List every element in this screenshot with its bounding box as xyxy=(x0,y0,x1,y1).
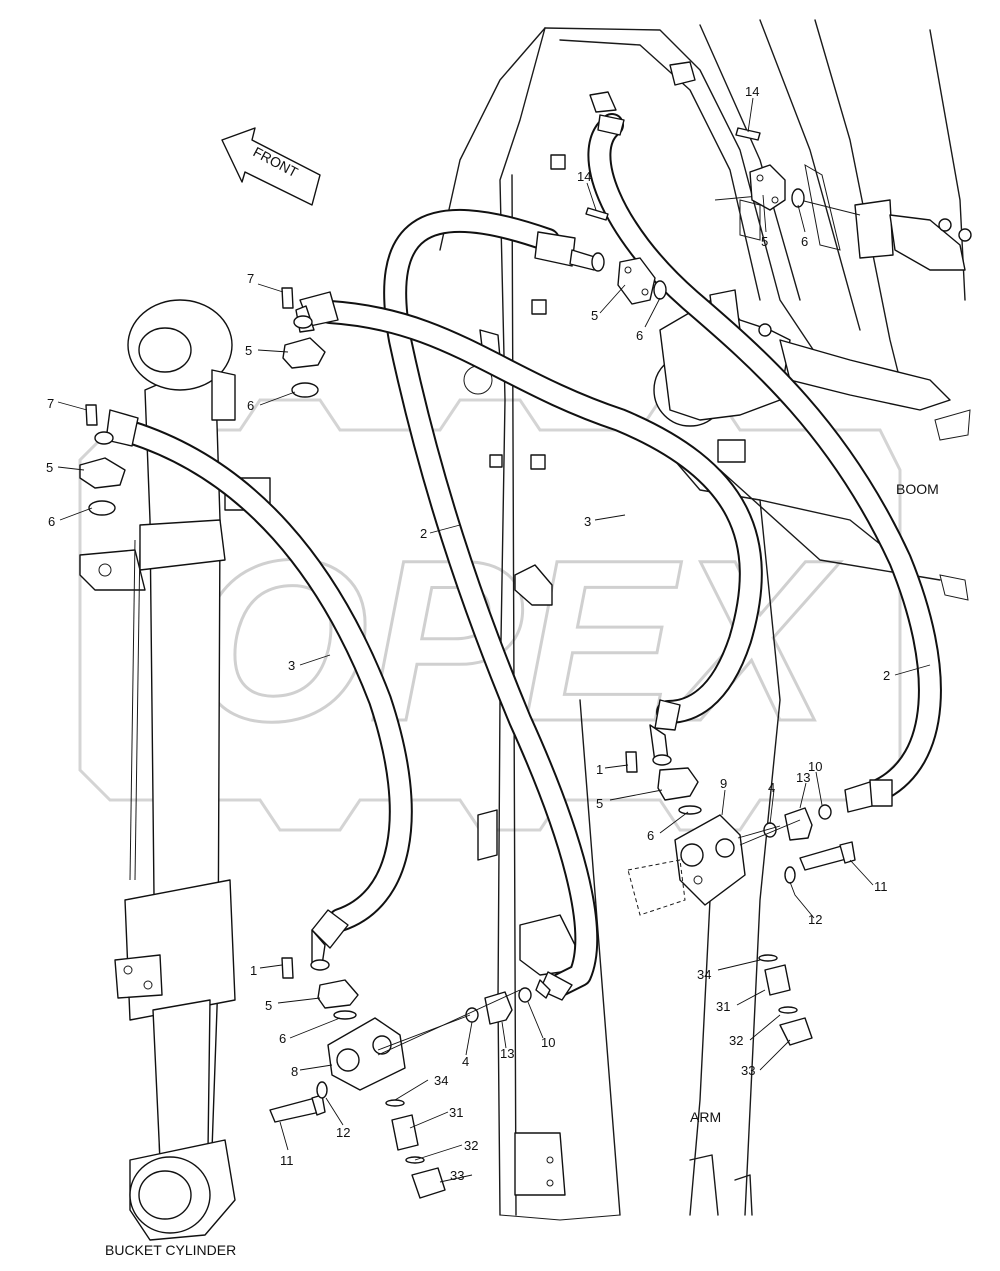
callout: 2 xyxy=(420,526,427,541)
callout: 6 xyxy=(247,398,254,413)
callout: 14 xyxy=(577,169,591,184)
callout: 5 xyxy=(265,998,272,1013)
callout: 7 xyxy=(247,271,254,286)
callout: 2 xyxy=(883,668,890,683)
callout: 34 xyxy=(434,1073,448,1088)
callout: 11 xyxy=(874,879,888,894)
callout: 31 xyxy=(716,999,730,1014)
callout: 9 xyxy=(720,776,727,791)
callout: 11 xyxy=(280,1153,294,1168)
callout: 10 xyxy=(541,1035,555,1050)
hose-3-left xyxy=(118,420,413,932)
callout: 12 xyxy=(808,912,822,927)
boom-label: BOOM xyxy=(896,481,939,497)
callout: 6 xyxy=(636,328,643,343)
hose-fittings xyxy=(94,114,893,1001)
callout: 14 xyxy=(745,84,759,99)
callout: 12 xyxy=(336,1125,350,1140)
callout: 4 xyxy=(768,780,775,795)
callout: 13 xyxy=(796,770,810,785)
callout: 32 xyxy=(464,1138,478,1153)
callout: 6 xyxy=(801,234,808,249)
arm-label: ARM xyxy=(690,1109,721,1125)
callout: 1 xyxy=(250,963,257,978)
callout: 3 xyxy=(584,514,591,529)
callout-numbers: 14 14 5 6 5 6 7 5 6 7 5 6 2 3 3 2 1 5 6 … xyxy=(46,84,890,1183)
callout: 6 xyxy=(279,1031,286,1046)
callout: 31 xyxy=(449,1105,463,1120)
bucket-cylinder xyxy=(79,299,271,1241)
front-arrow: FRONT xyxy=(221,127,321,206)
bucket-cylinder-label: BUCKET CYLINDER xyxy=(105,1242,236,1258)
callout: 33 xyxy=(450,1168,464,1183)
callout: 10 xyxy=(808,759,822,774)
hose-3-top xyxy=(318,300,763,724)
callout: 34 xyxy=(697,967,711,982)
callout: 3 xyxy=(288,658,295,673)
callout: 8 xyxy=(291,1064,298,1079)
callout: 5 xyxy=(46,460,53,475)
manifold-block-8 xyxy=(269,987,532,1199)
callout: 5 xyxy=(596,796,603,811)
callout: 5 xyxy=(761,234,768,249)
callout: 5 xyxy=(245,343,252,358)
callout: 32 xyxy=(729,1033,743,1048)
manifold-block-9 xyxy=(627,804,856,1046)
callout: 7 xyxy=(47,396,54,411)
callout: 6 xyxy=(647,828,654,843)
callout: 6 xyxy=(48,514,55,529)
hose-2-right xyxy=(587,113,942,802)
callout: 4 xyxy=(462,1054,469,1069)
hose-2-left xyxy=(383,208,599,997)
callout: 13 xyxy=(500,1046,514,1061)
flanges-bolts-orings xyxy=(79,127,805,1020)
boom-pin-assembly xyxy=(653,194,972,427)
leader-lines xyxy=(57,97,931,1183)
callout: 5 xyxy=(591,308,598,323)
callout: 33 xyxy=(741,1063,755,1078)
callout: 1 xyxy=(596,762,603,777)
